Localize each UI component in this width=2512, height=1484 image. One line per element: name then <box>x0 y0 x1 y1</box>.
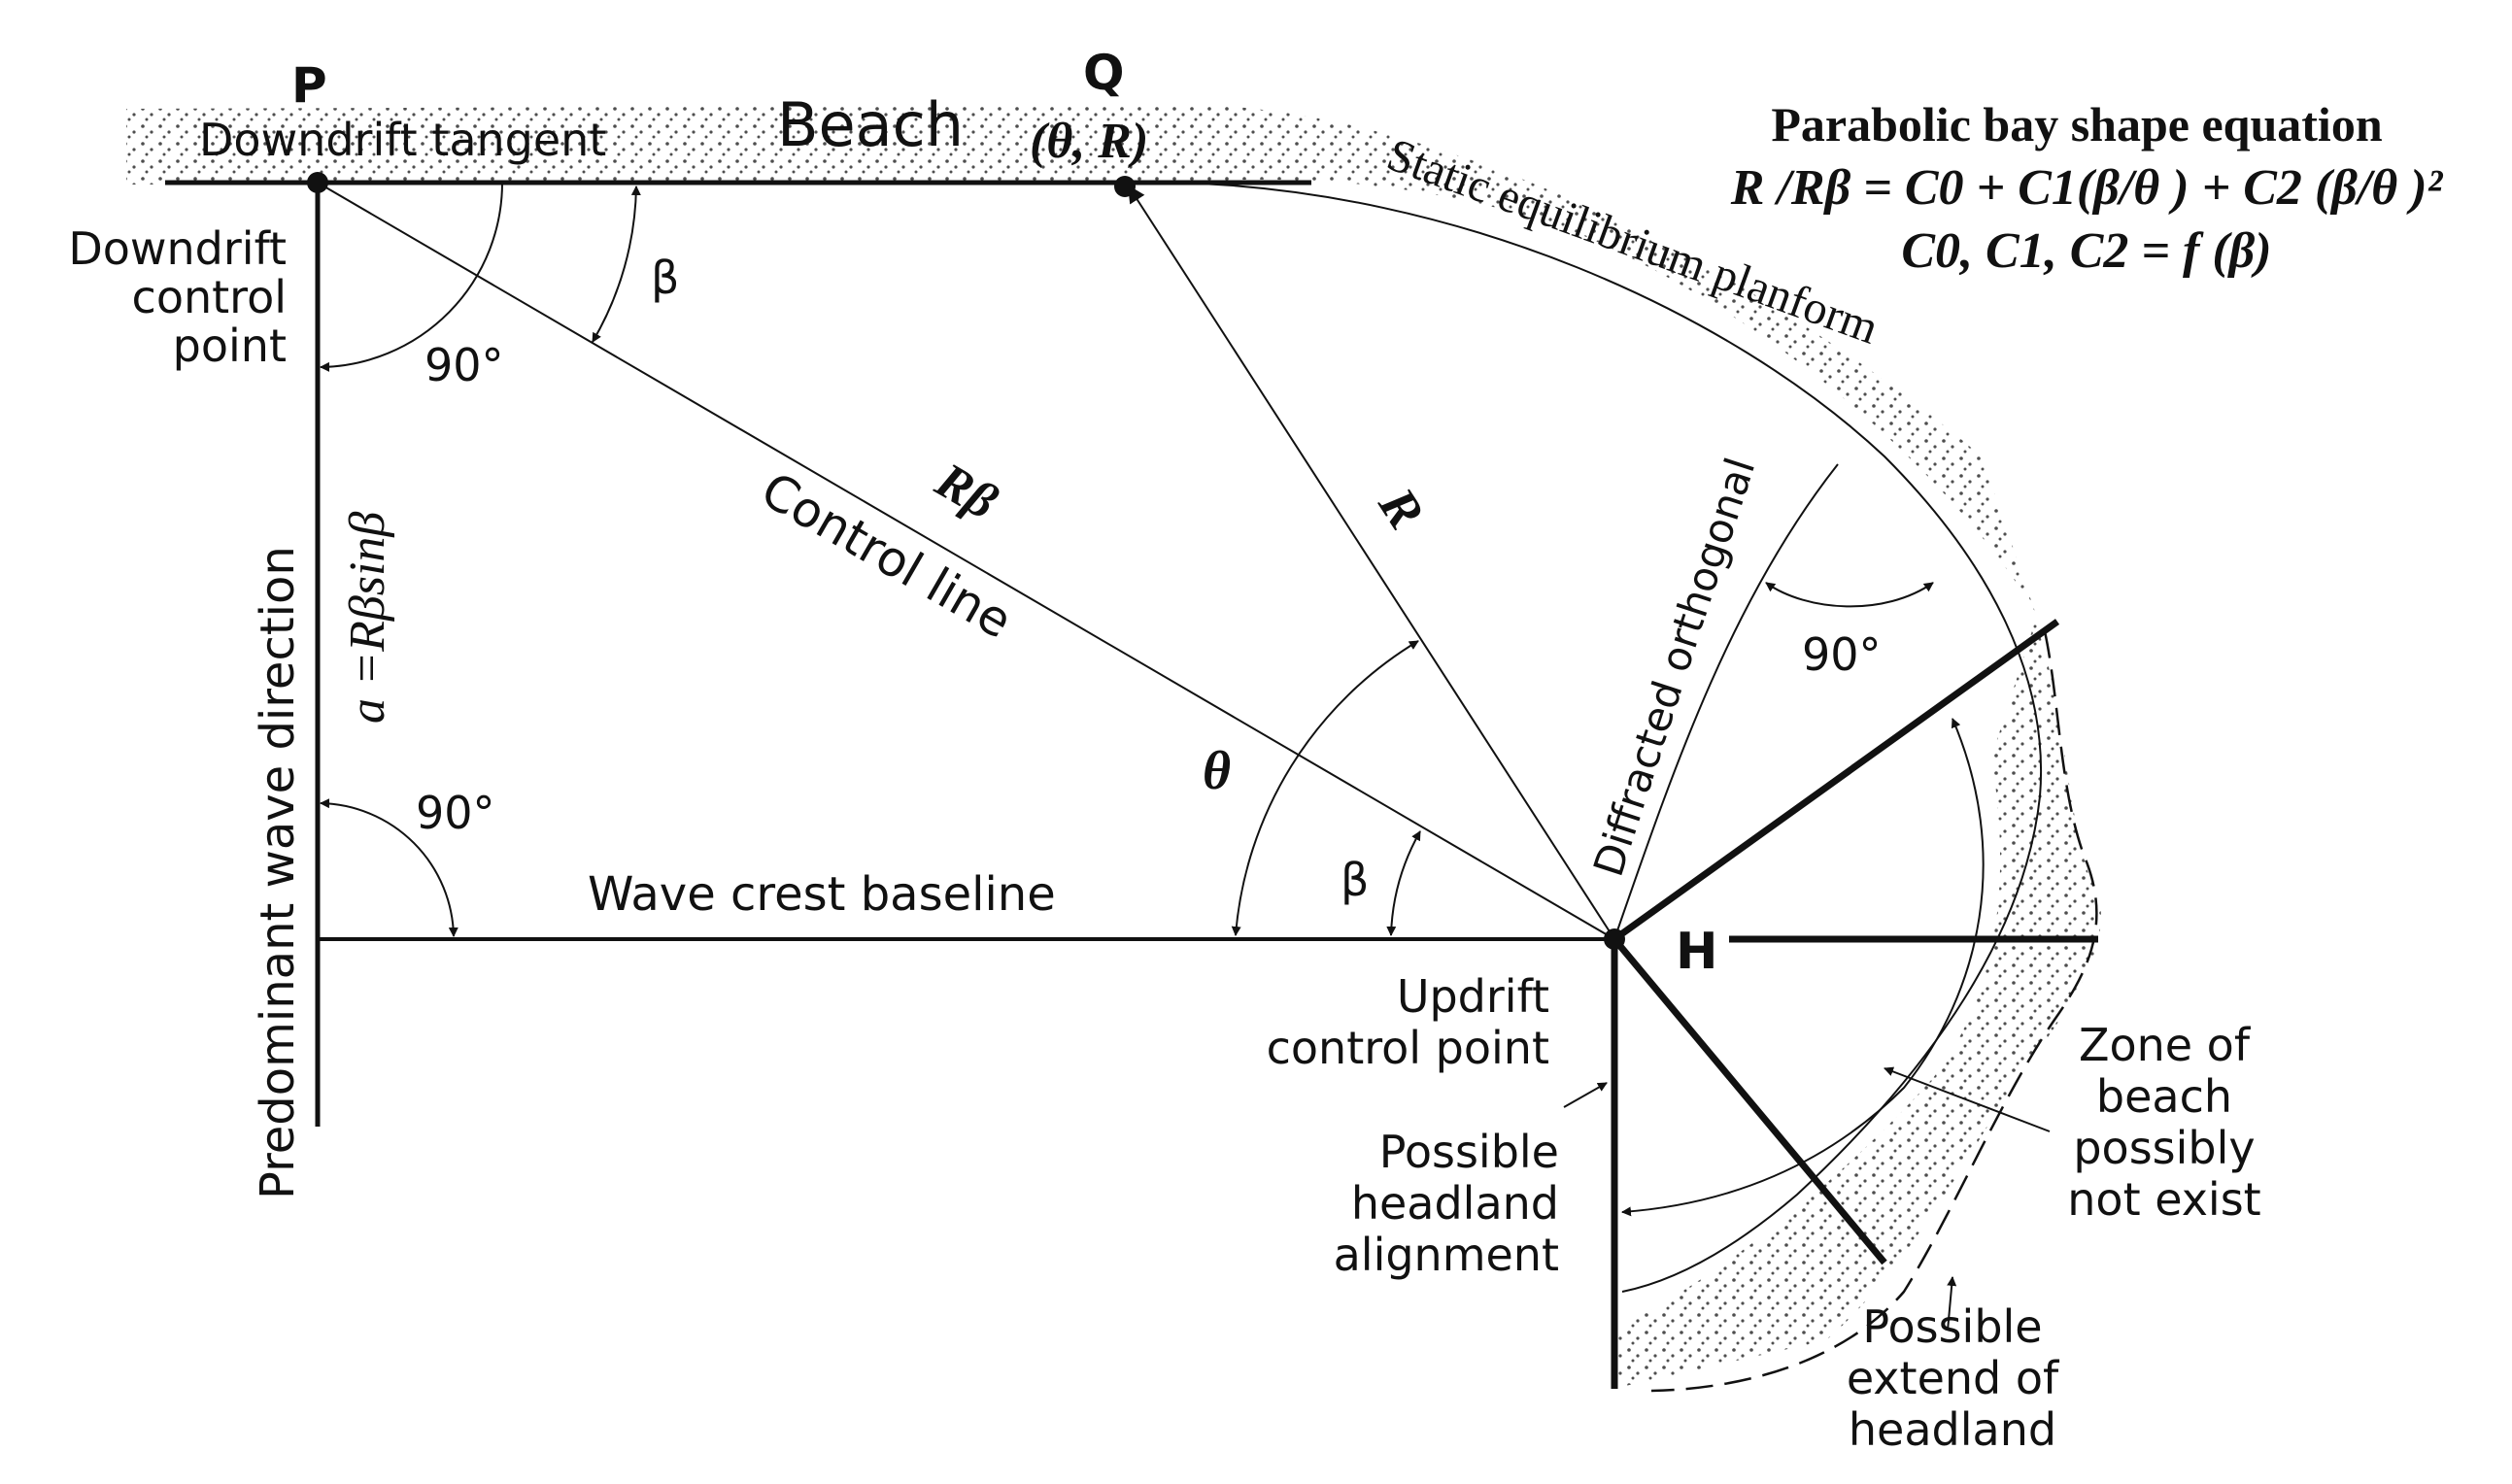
r-beta-label: Rβ <box>926 453 1006 531</box>
extend-headland-line3: headland <box>1849 1403 2056 1456</box>
point-q-coords: (θ, R) <box>1030 114 1148 169</box>
point-p-dot <box>307 172 328 193</box>
equation-line1: R /Rβ = C0 + C1(β/θ ) + C2 (β/θ )² <box>1730 160 2444 216</box>
downdrift-control-line2: control <box>132 271 287 323</box>
angle-90-right-label: 90° <box>1802 628 1882 681</box>
zone-line2: beach <box>2096 1070 2232 1123</box>
updrift-control-line2: control point <box>1267 1022 1549 1074</box>
point-q-label: Q <box>1083 45 1125 101</box>
control-line <box>317 182 1615 940</box>
point-q-dot <box>1114 176 1136 197</box>
theta-label: θ <box>1203 741 1231 801</box>
radius-line <box>1128 185 1615 940</box>
downdrift-control-line3: point <box>173 320 287 372</box>
a-formula-label: a =Rβsinβ <box>340 512 395 724</box>
extend-headland-line2: extend of <box>1847 1352 2060 1404</box>
arc-theta <box>1231 640 1419 936</box>
downdrift-tangent-label: Downdrift tangent <box>199 114 606 166</box>
zone-boundary-dashed <box>1650 630 2098 1393</box>
extend-headland-line1: Possible <box>1862 1300 2042 1353</box>
headland-alignment-line2: headland <box>1351 1177 1559 1230</box>
equation-line2: C0, C1, C2 = f (β) <box>1901 223 2271 279</box>
arc-90-right <box>1765 582 1934 608</box>
point-h-dot <box>1604 928 1625 950</box>
point-h-label: H <box>1676 923 1718 981</box>
leader-updrift <box>1563 1082 1608 1108</box>
arc-90-left <box>320 798 458 937</box>
beach-sand-right <box>1612 622 2101 1389</box>
downdrift-control-line1: Downdrift <box>68 222 287 275</box>
equation-title: Parabolic bay shape equation <box>1771 97 2382 152</box>
zone-line3: possibly <box>2073 1122 2255 1174</box>
zone-line1: Zone of <box>2079 1019 2252 1071</box>
leader-extend <box>1947 1276 1957 1332</box>
beta-top-label: β <box>651 252 679 304</box>
updrift-control-line1: Updrift <box>1397 970 1549 1023</box>
angle-90-left-label: 90° <box>416 787 495 839</box>
wave-crest-baseline-label: Wave crest baseline <box>588 867 1056 922</box>
predominant-wave-label: Predominant wave direction <box>251 546 305 1199</box>
arc-beta-bottom <box>1386 830 1421 936</box>
arc-headland-swing <box>1621 718 1985 1217</box>
headland-line-diagonal <box>1612 936 1887 1265</box>
leader-zone <box>1884 1066 2051 1132</box>
zone-line4: not exist <box>2067 1173 2260 1226</box>
diffracted-orthogonal-label: Diffracted orthogonal <box>1584 452 1765 882</box>
point-p-label: P <box>291 57 327 114</box>
beta-bottom-label: β <box>1341 854 1369 906</box>
arc-beta-top <box>592 186 641 343</box>
angle-90-top-label: 90° <box>424 339 504 391</box>
headland-alignment-line1: Possible <box>1379 1126 1559 1178</box>
beach-sand-top <box>126 105 2035 612</box>
beach-label: Beach <box>777 89 964 160</box>
arc-90-top-left <box>320 182 503 372</box>
r-label: R <box>1367 477 1435 539</box>
headland-alignment-line3: alignment <box>1334 1229 1559 1281</box>
